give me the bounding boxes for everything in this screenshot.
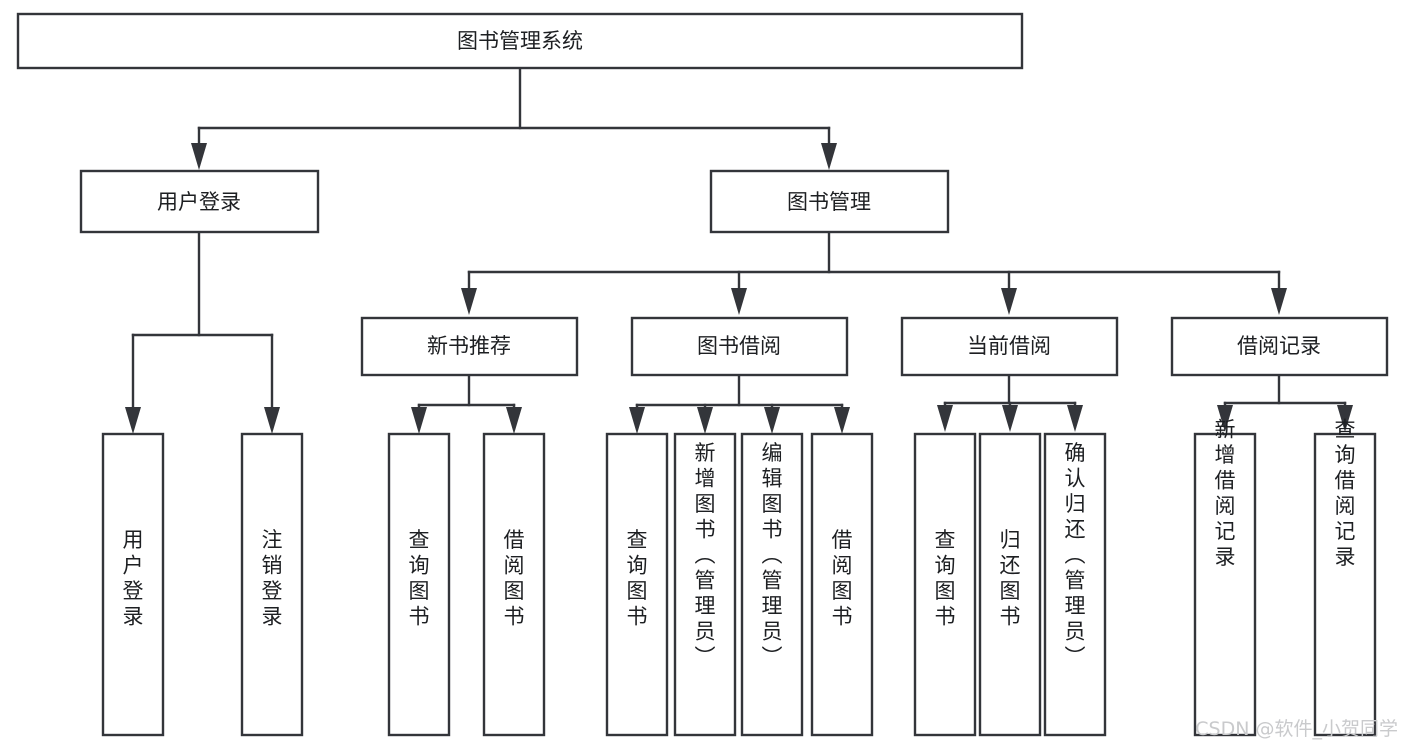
arrow-to-book-management: [821, 143, 837, 170]
node-leaf-return-book-box[interactable]: [978, 432, 1042, 737]
node-current-borrow[interactable]: 当前借阅: [900, 316, 1119, 377]
node-new-book-recommend-box[interactable]: [360, 316, 579, 377]
node-leaf-query-book-2-label: 查询图书: [627, 528, 648, 629]
arrow-leaf-query-book-3: [937, 405, 953, 432]
node-leaf-add-record-box[interactable]: [1193, 432, 1257, 737]
node-leaf-borrow-book-1-box[interactable]: [482, 432, 546, 737]
arrow-leaf-query-book-2: [629, 407, 645, 434]
node-new-book-recommend-label: 新书推荐: [427, 334, 511, 358]
node-leaf-query-book-1-box[interactable]: [387, 432, 451, 737]
node-leaf-query-book-3[interactable]: 查询图书: [913, 432, 977, 737]
node-leaf-add-record[interactable]: 新增借阅记录: [1193, 417, 1257, 737]
arrow-to-borrow-record: [1271, 288, 1287, 315]
node-leaf-query-book-3-label: 查询图书: [935, 528, 956, 629]
arrow-leaf-query-book-1: [411, 407, 427, 434]
arrow-leaf-user-login: [125, 407, 141, 434]
node-leaf-user-login[interactable]: 用户登录: [101, 432, 165, 737]
arrow-leaf-return-book: [1002, 405, 1018, 432]
node-book-management[interactable]: 图书管理: [709, 169, 950, 234]
node-leaf-edit-book[interactable]: 编辑图书︵管理员︶: [740, 432, 804, 737]
node-leaf-logout-login[interactable]: 注销登录: [240, 432, 304, 737]
node-leaf-borrow-book-2-label: 借阅图书: [832, 528, 853, 629]
node-book-borrow-label: 图书借阅: [697, 334, 781, 358]
node-user-login[interactable]: 用户登录: [79, 169, 320, 234]
arrow-leaf-confirm-return: [1067, 405, 1083, 432]
node-leaf-add-book-box[interactable]: [673, 432, 737, 737]
node-current-borrow-label: 当前借阅: [967, 334, 1051, 358]
node-leaf-query-record-label: 查询借阅记录: [1335, 417, 1356, 569]
node-leaf-logout-login-label: 注销登录: [262, 528, 283, 629]
node-leaf-query-book-2[interactable]: 查询图书: [605, 432, 669, 737]
node-leaf-edit-book-label: 编辑图书︵管理员︶: [762, 441, 783, 669]
node-leaf-query-book-1-label: 查询图书: [409, 528, 430, 629]
arrow-leaf-borrow-book-2: [834, 407, 850, 434]
arrow-leaf-add-book: [697, 407, 713, 434]
node-book-borrow[interactable]: 图书借阅: [630, 316, 849, 377]
node-leaf-return-book-label: 归还图书: [1000, 528, 1021, 629]
arrow-leaf-edit-book: [764, 407, 780, 434]
node-book-management-box[interactable]: [709, 169, 950, 234]
node-leaf-query-book-2-box[interactable]: [605, 432, 669, 737]
node-book-management-label: 图书管理: [787, 190, 871, 214]
node-root-label: 图书管理系统: [457, 29, 583, 53]
node-leaf-confirm-return-label: 确认归还︵管理员︶: [1065, 441, 1086, 669]
node-book-borrow-box[interactable]: [630, 316, 849, 377]
node-leaf-add-book[interactable]: 新增图书︵管理员︶: [673, 432, 737, 737]
node-borrow-record-box[interactable]: [1170, 316, 1389, 377]
node-root-box[interactable]: [16, 12, 1024, 70]
node-leaf-return-book[interactable]: 归还图书: [978, 432, 1042, 737]
node-leaf-query-record[interactable]: 查询借阅记录: [1313, 417, 1377, 737]
node-leaf-user-login-label: 用户登录: [123, 528, 144, 629]
node-leaf-query-book-3-box[interactable]: [913, 432, 977, 737]
arrow-leaf-borrow-book-1: [506, 407, 522, 434]
node-leaf-query-book-1[interactable]: 查询图书: [387, 432, 451, 737]
node-leaf-confirm-return-box[interactable]: [1043, 432, 1107, 737]
arrow-leaf-logout-login: [264, 407, 280, 434]
node-user-login-label: 用户登录: [157, 190, 241, 214]
arrow-to-book-borrow: [731, 288, 747, 315]
node-leaf-borrow-book-2[interactable]: 借阅图书: [810, 432, 874, 737]
arrow-to-user-login: [191, 143, 207, 170]
node-root[interactable]: 图书管理系统: [16, 12, 1024, 70]
node-leaf-add-record-label: 新增借阅记录: [1215, 417, 1236, 569]
watermark-label: CSDN @软件_小贺同学: [1195, 718, 1398, 740]
connector-layer: [125, 66, 1353, 434]
arrow-to-new-book-recommend: [461, 288, 477, 315]
node-leaf-confirm-return[interactable]: 确认归还︵管理员︶: [1043, 432, 1107, 737]
node-current-borrow-box[interactable]: [900, 316, 1119, 377]
node-borrow-record-label: 借阅记录: [1237, 334, 1321, 358]
node-new-book-recommend[interactable]: 新书推荐: [360, 316, 579, 377]
node-leaf-query-record-box[interactable]: [1313, 432, 1377, 737]
node-borrow-record[interactable]: 借阅记录: [1170, 316, 1389, 377]
node-leaf-logout-login-box[interactable]: [240, 432, 304, 737]
node-leaf-borrow-book-1-label: 借阅图书: [504, 528, 525, 629]
node-leaf-add-book-label: 新增图书︵管理员︶: [695, 441, 716, 669]
node-leaf-user-login-box[interactable]: [101, 432, 165, 737]
node-user-login-box[interactable]: [79, 169, 320, 234]
arrow-to-current-borrow: [1001, 288, 1017, 315]
node-leaf-edit-book-box[interactable]: [740, 432, 804, 737]
node-leaf-borrow-book-2-box[interactable]: [810, 432, 874, 737]
node-leaf-borrow-book-1[interactable]: 借阅图书: [482, 432, 546, 737]
